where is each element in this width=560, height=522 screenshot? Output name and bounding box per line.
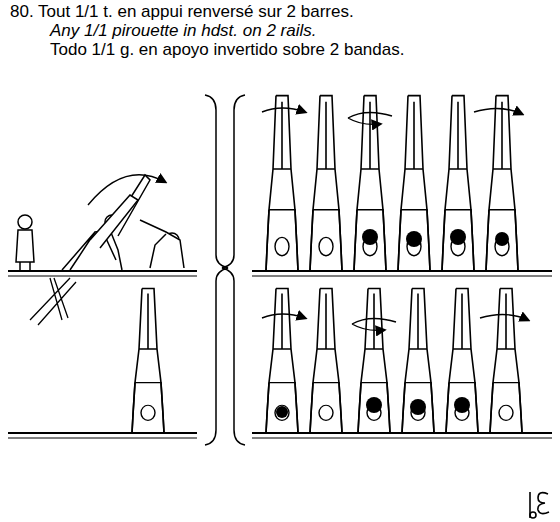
label-english: Any 1/1 pirouette in hdst. on 2 rails. [50,21,317,41]
rail [8,271,552,438]
notation-symbol [530,492,549,518]
title: 80. Tout 1/1 t. en appui renversé sur 2 … [10,2,354,22]
gymnast-figure [16,175,184,270]
label-spanish: Todo 1/1 g. en apoyo invertido sobre 2 b… [50,40,404,60]
